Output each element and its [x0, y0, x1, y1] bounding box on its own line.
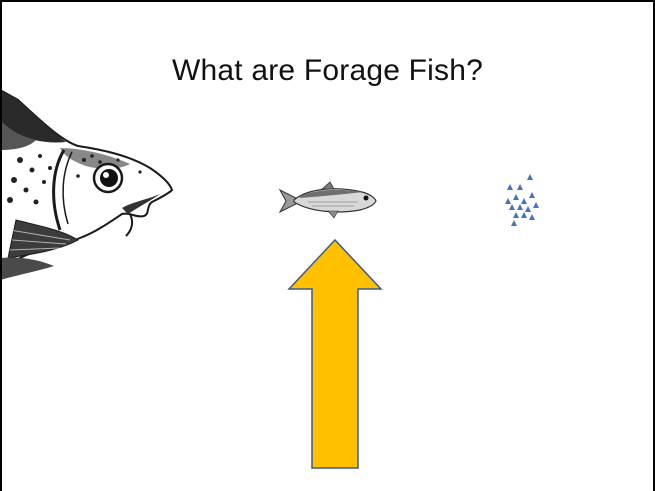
forage-fish-icon: [278, 180, 378, 220]
up-arrow-icon: [287, 238, 383, 470]
plankton-cluster-icon: [502, 172, 542, 230]
slide-title: What are Forage Fish?: [2, 54, 653, 88]
predator-fish-icon: [0, 90, 178, 280]
